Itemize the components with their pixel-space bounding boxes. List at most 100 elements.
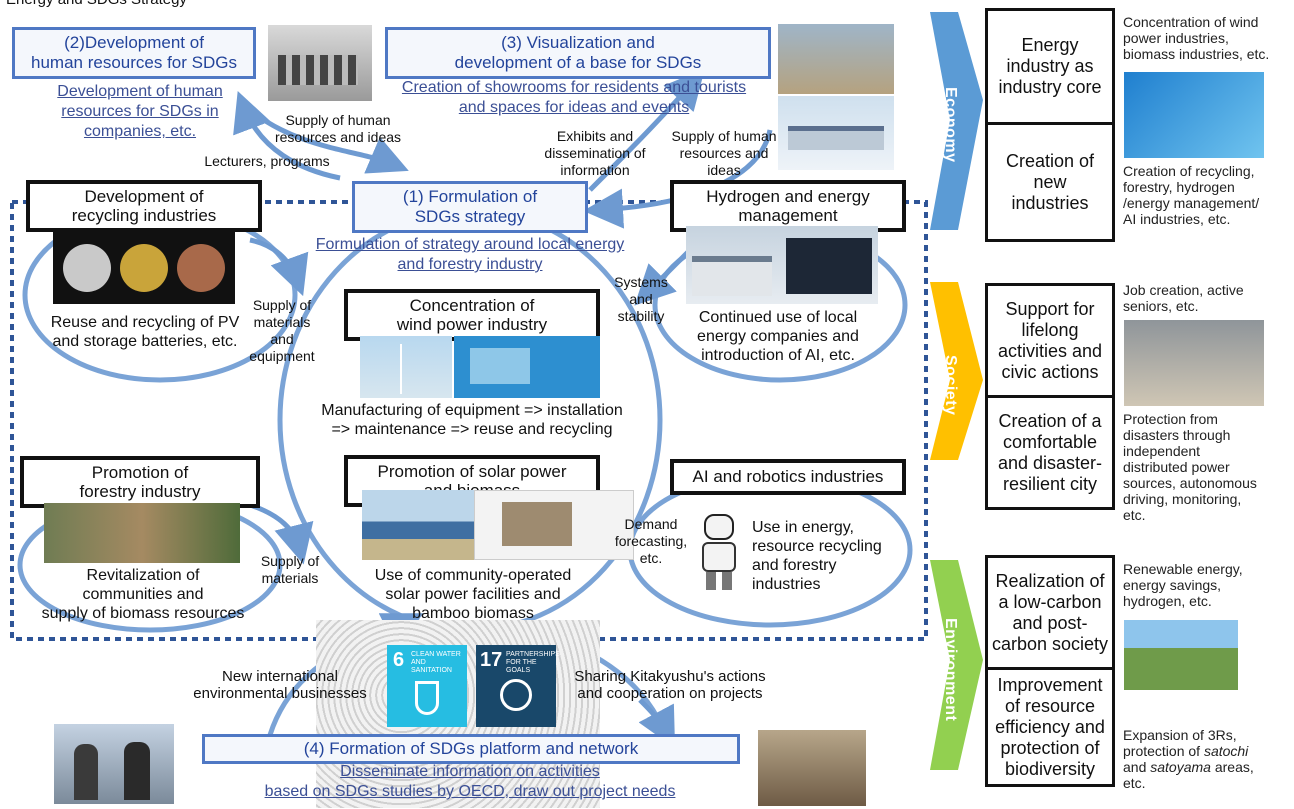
society-label: Society <box>942 354 959 416</box>
wind-photo <box>360 336 600 398</box>
materials-flow-arrow <box>249 237 309 297</box>
environment-cell-line: Improvement <box>997 674 1103 695</box>
exhibit-flow-arrow <box>588 68 705 192</box>
environment-cell-line: biodiversity <box>1004 758 1096 779</box>
block4-link[interactable]: Disseminate information on activities ba… <box>264 763 676 800</box>
signing-photo <box>54 724 174 804</box>
showroom-photo-1 <box>778 24 894 94</box>
environment-cell-line: of resource <box>1004 695 1096 716</box>
society-note-line: etc. <box>1123 507 1146 523</box>
society-note-line: driving, monitoring, <box>1123 491 1242 507</box>
environment-note-2: Expansion of 3Rs, protection of satochi … <box>1123 727 1254 791</box>
environment-cell-line: protection of <box>1000 737 1100 758</box>
mountain-photo <box>1124 620 1238 690</box>
economy-cell-line: new <box>1033 171 1067 192</box>
block2-title: (2)Development of human resources for SD… <box>12 27 256 79</box>
society-cell-line: and disaster- <box>997 452 1103 473</box>
environment-label: Environment <box>942 618 959 722</box>
sdg-goal-6-tile: 6 CLEAN WATER AND SANITATION <box>387 645 467 727</box>
economy-note-2: Creation of recycling,forestry, hydrogen… <box>1123 163 1291 227</box>
environment-note-1: Renewable energy,energy savings,hydrogen… <box>1123 561 1291 609</box>
block3-link[interactable]: Creation of showrooms for residents and … <box>401 79 747 116</box>
environment-note-line: Renewable energy, <box>1123 561 1243 577</box>
center-title: (1) Formulation of SDGs strategy <box>352 181 588 233</box>
society-cell-line: activities and <box>997 340 1103 361</box>
lecturer-flow-arrow <box>233 90 341 181</box>
society-cell-line: Support for <box>1005 298 1095 319</box>
society-note-line: independent <box>1123 443 1201 459</box>
society-note-line: distributed power <box>1123 459 1230 475</box>
robot-photo <box>694 514 744 592</box>
systems-flow-arrow <box>634 248 692 306</box>
environment-note-line: hydrogen, etc. <box>1123 593 1212 609</box>
society-arrow <box>930 282 983 460</box>
environment-arrow <box>930 560 983 770</box>
disaster-relief-photo <box>1124 320 1264 406</box>
environment-cell-line: carbon society <box>991 633 1109 654</box>
economy-note-line: AI industries, etc. <box>1123 211 1231 227</box>
society-cell-line: Creation of a <box>998 410 1102 431</box>
economy-note-line: forestry, hydrogen <box>1123 179 1235 195</box>
ai-title: AI and robotics industries <box>670 459 906 495</box>
economy-note-line: Concentration of wind <box>1123 14 1259 30</box>
economy-cell-line: industry as <box>1006 56 1094 76</box>
flow-label-lecturers: Lecturers, programs <box>204 153 330 169</box>
economy-cell-line: Creation of <box>1005 150 1095 171</box>
wind-cluster-photo <box>1124 72 1264 158</box>
hydrogen-title: Hydrogen and energy management <box>670 180 906 232</box>
workshop-photo <box>758 730 866 806</box>
recycling-title: Development of recycling industries <box>26 180 262 232</box>
society-note-line: seniors, etc. <box>1123 298 1199 314</box>
sdg-goal-17-tile: 17 PARTNERSHIPS FOR THE GOALS <box>476 645 560 727</box>
environment-cell-line: Realization of <box>995 570 1105 591</box>
environment-cell-line: a low-carbon <box>998 591 1102 612</box>
society-cell-line: civic actions <box>1001 361 1099 382</box>
center-link[interactable]: Formulation of strategy around local ene… <box>315 236 625 273</box>
classroom-photo <box>268 25 372 101</box>
wind-desc: Manufacturing of equipment => installati… <box>321 402 623 438</box>
environment-cell-line: and post- <box>1012 612 1088 633</box>
block2-link[interactable]: Development of human resources for SDGs … <box>57 83 223 140</box>
society-note-line: Job creation, active <box>1123 282 1244 298</box>
economy-cell-line: industry core <box>998 77 1102 97</box>
forestry-title: Promotion of forestry industry <box>20 456 260 508</box>
page-title: Energy and SDGs Strategy <box>6 0 306 9</box>
economy-note-line: Creation of recycling, <box>1123 163 1255 179</box>
society-note-line: sources, autonomous <box>1123 475 1257 491</box>
environment-cell-line: efficiency and <box>995 716 1105 737</box>
showroom-photo-2 <box>778 96 894 170</box>
economy-note-line: /energy management/ <box>1123 195 1260 211</box>
environment-note-line: energy savings, <box>1123 577 1222 593</box>
economy-note-line: power industries, <box>1123 30 1229 46</box>
block4-title: (4) Formation of SDGs platform and netwo… <box>202 734 740 764</box>
medals-photo <box>53 228 235 304</box>
economy-note-line: biomass industries, etc. <box>1123 46 1270 62</box>
society-cell-line: comfortable <box>1002 431 1098 452</box>
society-note-line: Protection from <box>1123 411 1218 427</box>
